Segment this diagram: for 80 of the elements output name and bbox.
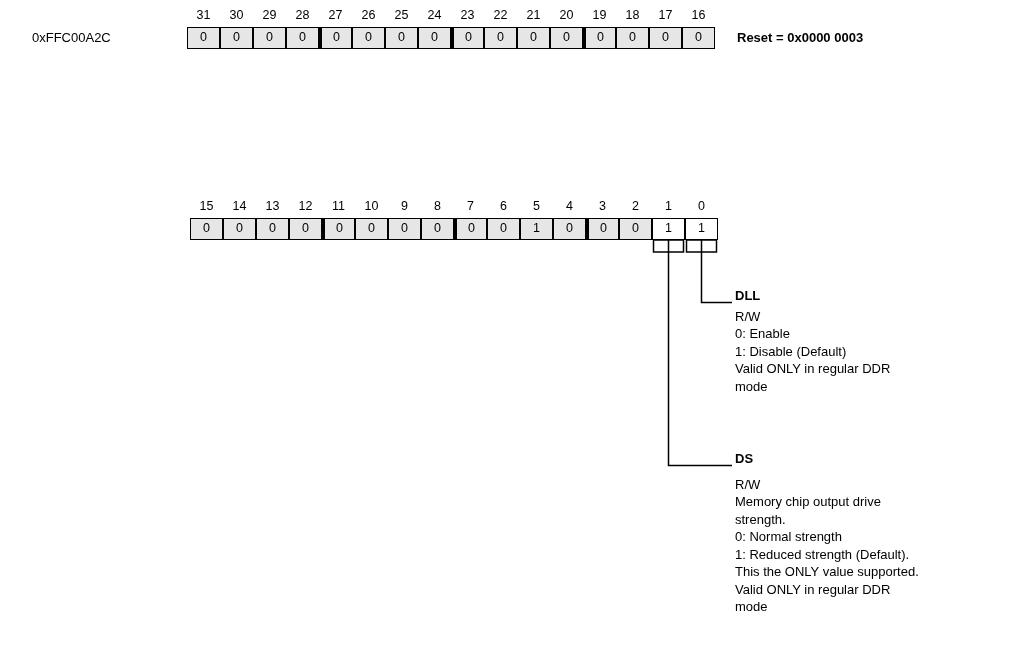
- bit-number: 13: [264, 199, 281, 213]
- bit-number: 12: [297, 199, 314, 213]
- bit-number: 26: [360, 8, 377, 22]
- bit-cell: 0: [322, 218, 355, 240]
- bit-number: 24: [426, 8, 443, 22]
- field-description-text: Valid ONLY in regular DDR mode: [735, 360, 892, 395]
- bit-number: 9: [400, 199, 409, 213]
- bit-number: 3: [598, 199, 607, 213]
- bit-cell: 0: [619, 218, 652, 240]
- field-description-text: Memory chip output drive strength.: [735, 493, 882, 528]
- bit-number: 18: [624, 8, 641, 22]
- bit-number: 6: [499, 199, 508, 213]
- bit-cell: 0: [421, 218, 454, 240]
- field-description-text: Valid ONLY in regular DDR mode: [735, 580, 892, 616]
- bit-cell: 0: [616, 27, 649, 49]
- bit-cell: 0: [253, 27, 286, 49]
- register-address: 0xFFC00A2C: [32, 30, 111, 45]
- bit-cell: 0: [256, 218, 289, 240]
- bit-cell: 1: [652, 218, 685, 240]
- reset-value: Reset = 0x0000 0003: [737, 30, 864, 45]
- bit-cell: 0: [550, 27, 583, 49]
- bit-number: 22: [492, 8, 509, 22]
- bit-cell: 0: [187, 27, 220, 49]
- leader-line: [700, 239, 733, 304]
- bit-number: 27: [327, 8, 344, 22]
- bit-cell: 0: [190, 218, 223, 240]
- bit-number: 14: [231, 199, 248, 213]
- bit-number: 1: [664, 199, 673, 213]
- bit-number: 15: [198, 199, 215, 213]
- bit-cell: 0: [418, 27, 451, 49]
- bit-cell: 0: [385, 27, 418, 49]
- bit-cell: 0: [319, 27, 352, 49]
- bit-cell: 0: [517, 27, 550, 49]
- bit-cell: 0: [583, 27, 616, 49]
- bit-number: 23: [459, 8, 476, 22]
- field-description-text: 1: Reduced strength (Default).: [735, 545, 911, 563]
- bit-number: 10: [363, 199, 380, 213]
- bit-number: 17: [657, 8, 674, 22]
- bit-cell: 0: [649, 27, 682, 49]
- bit-number: 2: [631, 199, 640, 213]
- bit-number: 19: [591, 8, 608, 22]
- bit-number: 4: [565, 199, 574, 213]
- bit-number: 20: [558, 8, 575, 22]
- field-description-text: R/W: [735, 307, 762, 325]
- bit-cell: 1: [685, 218, 718, 240]
- bit-number: 21: [525, 8, 542, 22]
- bit-number: 31: [195, 8, 212, 22]
- field-description-text: 0: Normal strength: [735, 528, 843, 546]
- bit-cell: 0: [352, 27, 385, 49]
- field-description-text: 0: Enable: [735, 325, 791, 343]
- bit-number: 28: [294, 8, 311, 22]
- bit-number: 29: [261, 8, 278, 22]
- bit-cell: 0: [223, 218, 256, 240]
- bit-cell: 0: [586, 218, 619, 240]
- bit-number: 16: [690, 8, 707, 22]
- bit-cell: 0: [454, 218, 487, 240]
- bit-cell: 0: [487, 218, 520, 240]
- bit-cell: 0: [388, 218, 421, 240]
- bit-cell: 0: [484, 27, 517, 49]
- bit-cell: 0: [220, 27, 253, 49]
- field-description-text: This the ONLY value supported.: [735, 563, 920, 581]
- bit-number: 8: [433, 199, 442, 213]
- leader-line: [667, 239, 733, 467]
- field-description-text: 1: Disable (Default): [735, 342, 848, 360]
- field-name: DS: [735, 450, 755, 468]
- bit-cell: 0: [289, 218, 322, 240]
- field-name: DLL: [735, 287, 762, 305]
- bit-number: 7: [466, 199, 475, 213]
- bit-cell: 0: [682, 27, 715, 49]
- bit-number: 5: [532, 199, 541, 213]
- bit-number: 0: [697, 199, 706, 213]
- bit-cell: 0: [355, 218, 388, 240]
- bit-number: 25: [393, 8, 410, 22]
- bit-cell: 0: [286, 27, 319, 49]
- bit-number: 11: [331, 199, 346, 213]
- bit-number: 30: [228, 8, 245, 22]
- bit-cell: 1: [520, 218, 553, 240]
- bit-cell: 0: [553, 218, 586, 240]
- bit-cell: 0: [451, 27, 484, 49]
- field-description-text: R/W: [735, 475, 762, 493]
